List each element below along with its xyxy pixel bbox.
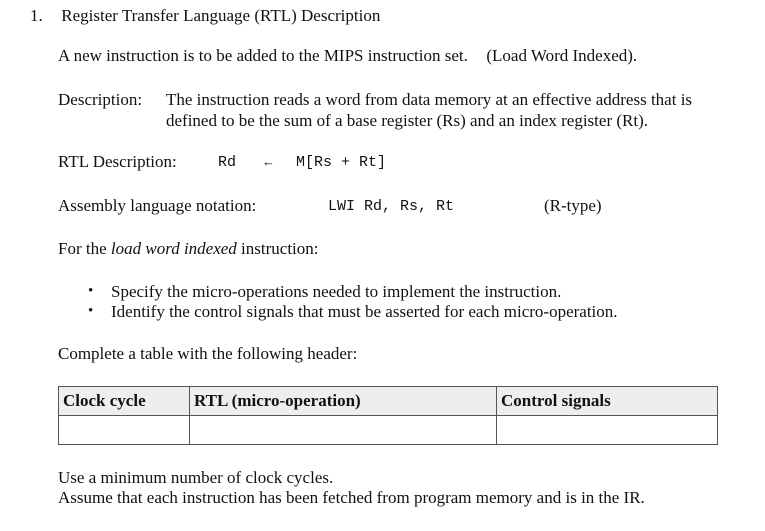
header-rtl: RTL (micro-operation): [189, 386, 497, 416]
table-header-row: Clock cycle RTL (micro-operation) Contro…: [58, 386, 718, 416]
bullet-icon: •: [88, 283, 94, 299]
for-the-suffix: instruction:: [241, 239, 319, 258]
footer-line-1: Use a minimum number of clock cycles.: [58, 468, 334, 487]
instruction-type: (R-type): [544, 196, 602, 215]
task-text: Identify the control signals that must b…: [111, 302, 618, 321]
header-clock-cycle: Clock cycle: [58, 386, 190, 416]
assembly-code: LWI Rd, Rs, Rt: [328, 198, 455, 215]
table-intro: Complete a table with the following head…: [58, 344, 358, 363]
micro-operation-table: Clock cycle RTL (micro-operation) Contro…: [58, 386, 718, 445]
rtl-source: M[Rs + Rt]: [296, 154, 387, 171]
cell-control-signals: [496, 415, 718, 445]
rtl-dest: Rd: [218, 154, 237, 171]
footer-line-2: Assume that each instruction has been fe…: [58, 488, 645, 507]
cell-clock-cycle: [58, 415, 190, 445]
cell-rtl: [189, 415, 497, 445]
description-label: Description:: [58, 90, 143, 109]
description-line-1: The instruction reads a word from data m…: [166, 90, 693, 109]
intro-paragraph: A new instruction is to be added to the …: [58, 46, 637, 66]
task-text: Specify the micro-operations needed to i…: [111, 282, 562, 301]
intro-note: (Load Word Indexed).: [486, 46, 638, 65]
section-title: Register Transfer Language (RTL) Descrip…: [61, 6, 381, 25]
section-number: 1.: [30, 6, 43, 25]
intro-text: A new instruction is to be added to the …: [58, 46, 468, 65]
assembly-label: Assembly language notation:: [58, 196, 257, 215]
section-heading: 1. Register Transfer Language (RTL) Desc…: [30, 6, 380, 26]
table-row: [58, 415, 718, 445]
header-control-signals: Control signals: [496, 386, 718, 416]
for-the-line: For the load word indexed instruction:: [58, 239, 319, 259]
for-the-prefix: For the: [58, 239, 107, 258]
bullet-icon: •: [88, 303, 94, 319]
description-line-2: defined to be the sum of a base register…: [166, 111, 648, 130]
rtl-arrow-icon: ←: [262, 154, 275, 169]
for-the-italic: load word indexed: [110, 239, 237, 258]
rtl-label: RTL Description:: [58, 152, 177, 171]
